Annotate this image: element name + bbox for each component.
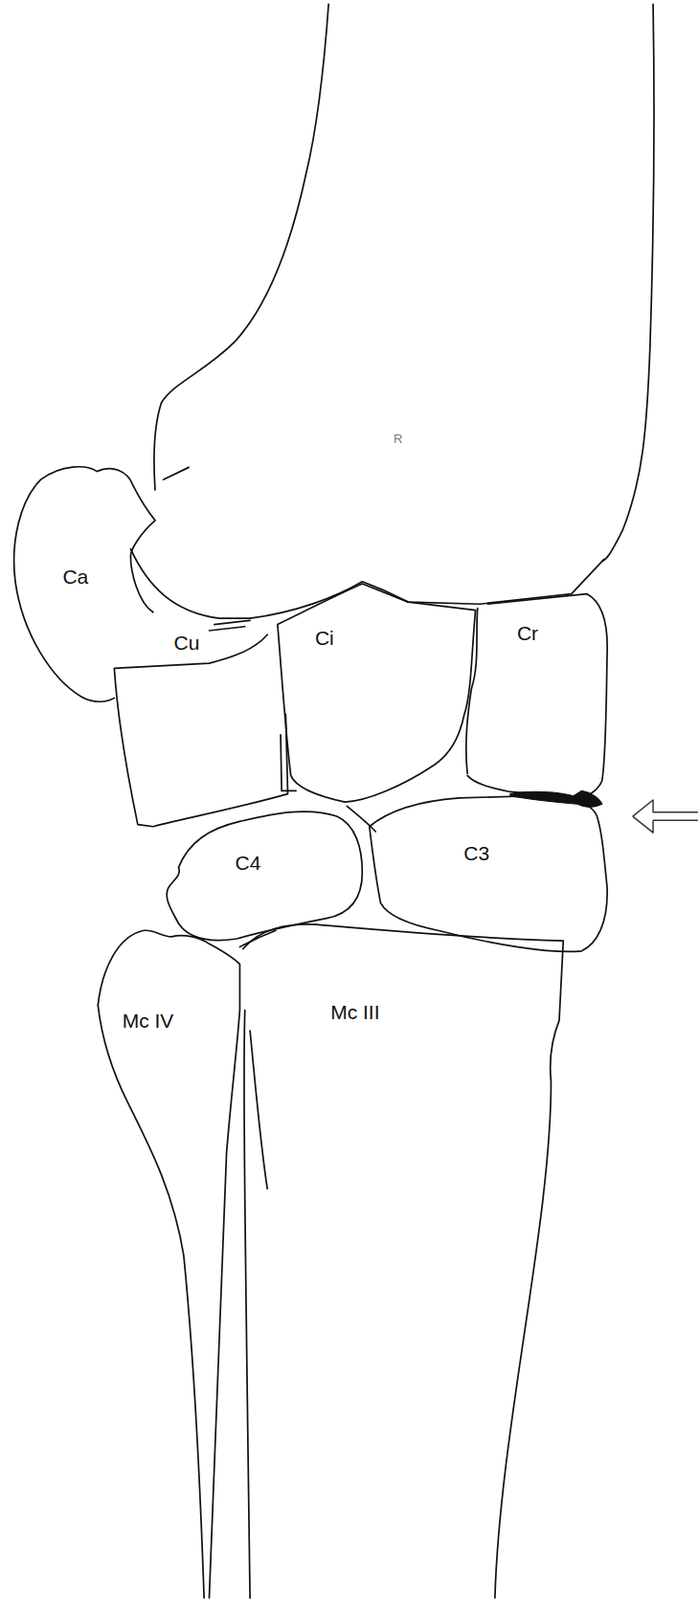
bone-label: Mc IV [122,1011,175,1032]
radial-carpal-outline [467,594,608,799]
radius-outline [602,3,654,562]
radius-outline [154,3,329,491]
metacarpal-iv-outline [97,1005,204,1600]
bone-label: Mc III [330,1002,380,1023]
radius-outline [163,467,190,480]
joint-line [239,930,275,948]
intermediate-carpal-outline [277,584,476,803]
metacarpal-iv-outline [97,930,240,1600]
bone-label: Cu [174,632,201,654]
pointer-arrow [632,800,699,834]
fourth-carpal-outline [166,811,362,942]
accessory-carpal-outline [14,467,156,702]
bone-label: R [393,432,403,446]
bone-label: C4 [235,853,262,874]
ulnar-carpal-outline [113,634,288,827]
radius-articular-line [130,549,604,620]
bone-label: Ca [62,566,89,587]
metacarpal-iii-outline [243,924,564,1600]
joint-line [346,806,376,833]
chip-fragment [510,790,603,808]
joint-line [280,735,296,792]
splint-line [244,1011,268,1600]
bone-label: Cr [517,623,539,644]
bone-label: C3 [463,843,490,864]
bone-label: Ci [315,628,335,649]
third-carpal-outline [369,796,608,953]
joint-line [208,620,250,632]
joint-line [466,608,478,775]
